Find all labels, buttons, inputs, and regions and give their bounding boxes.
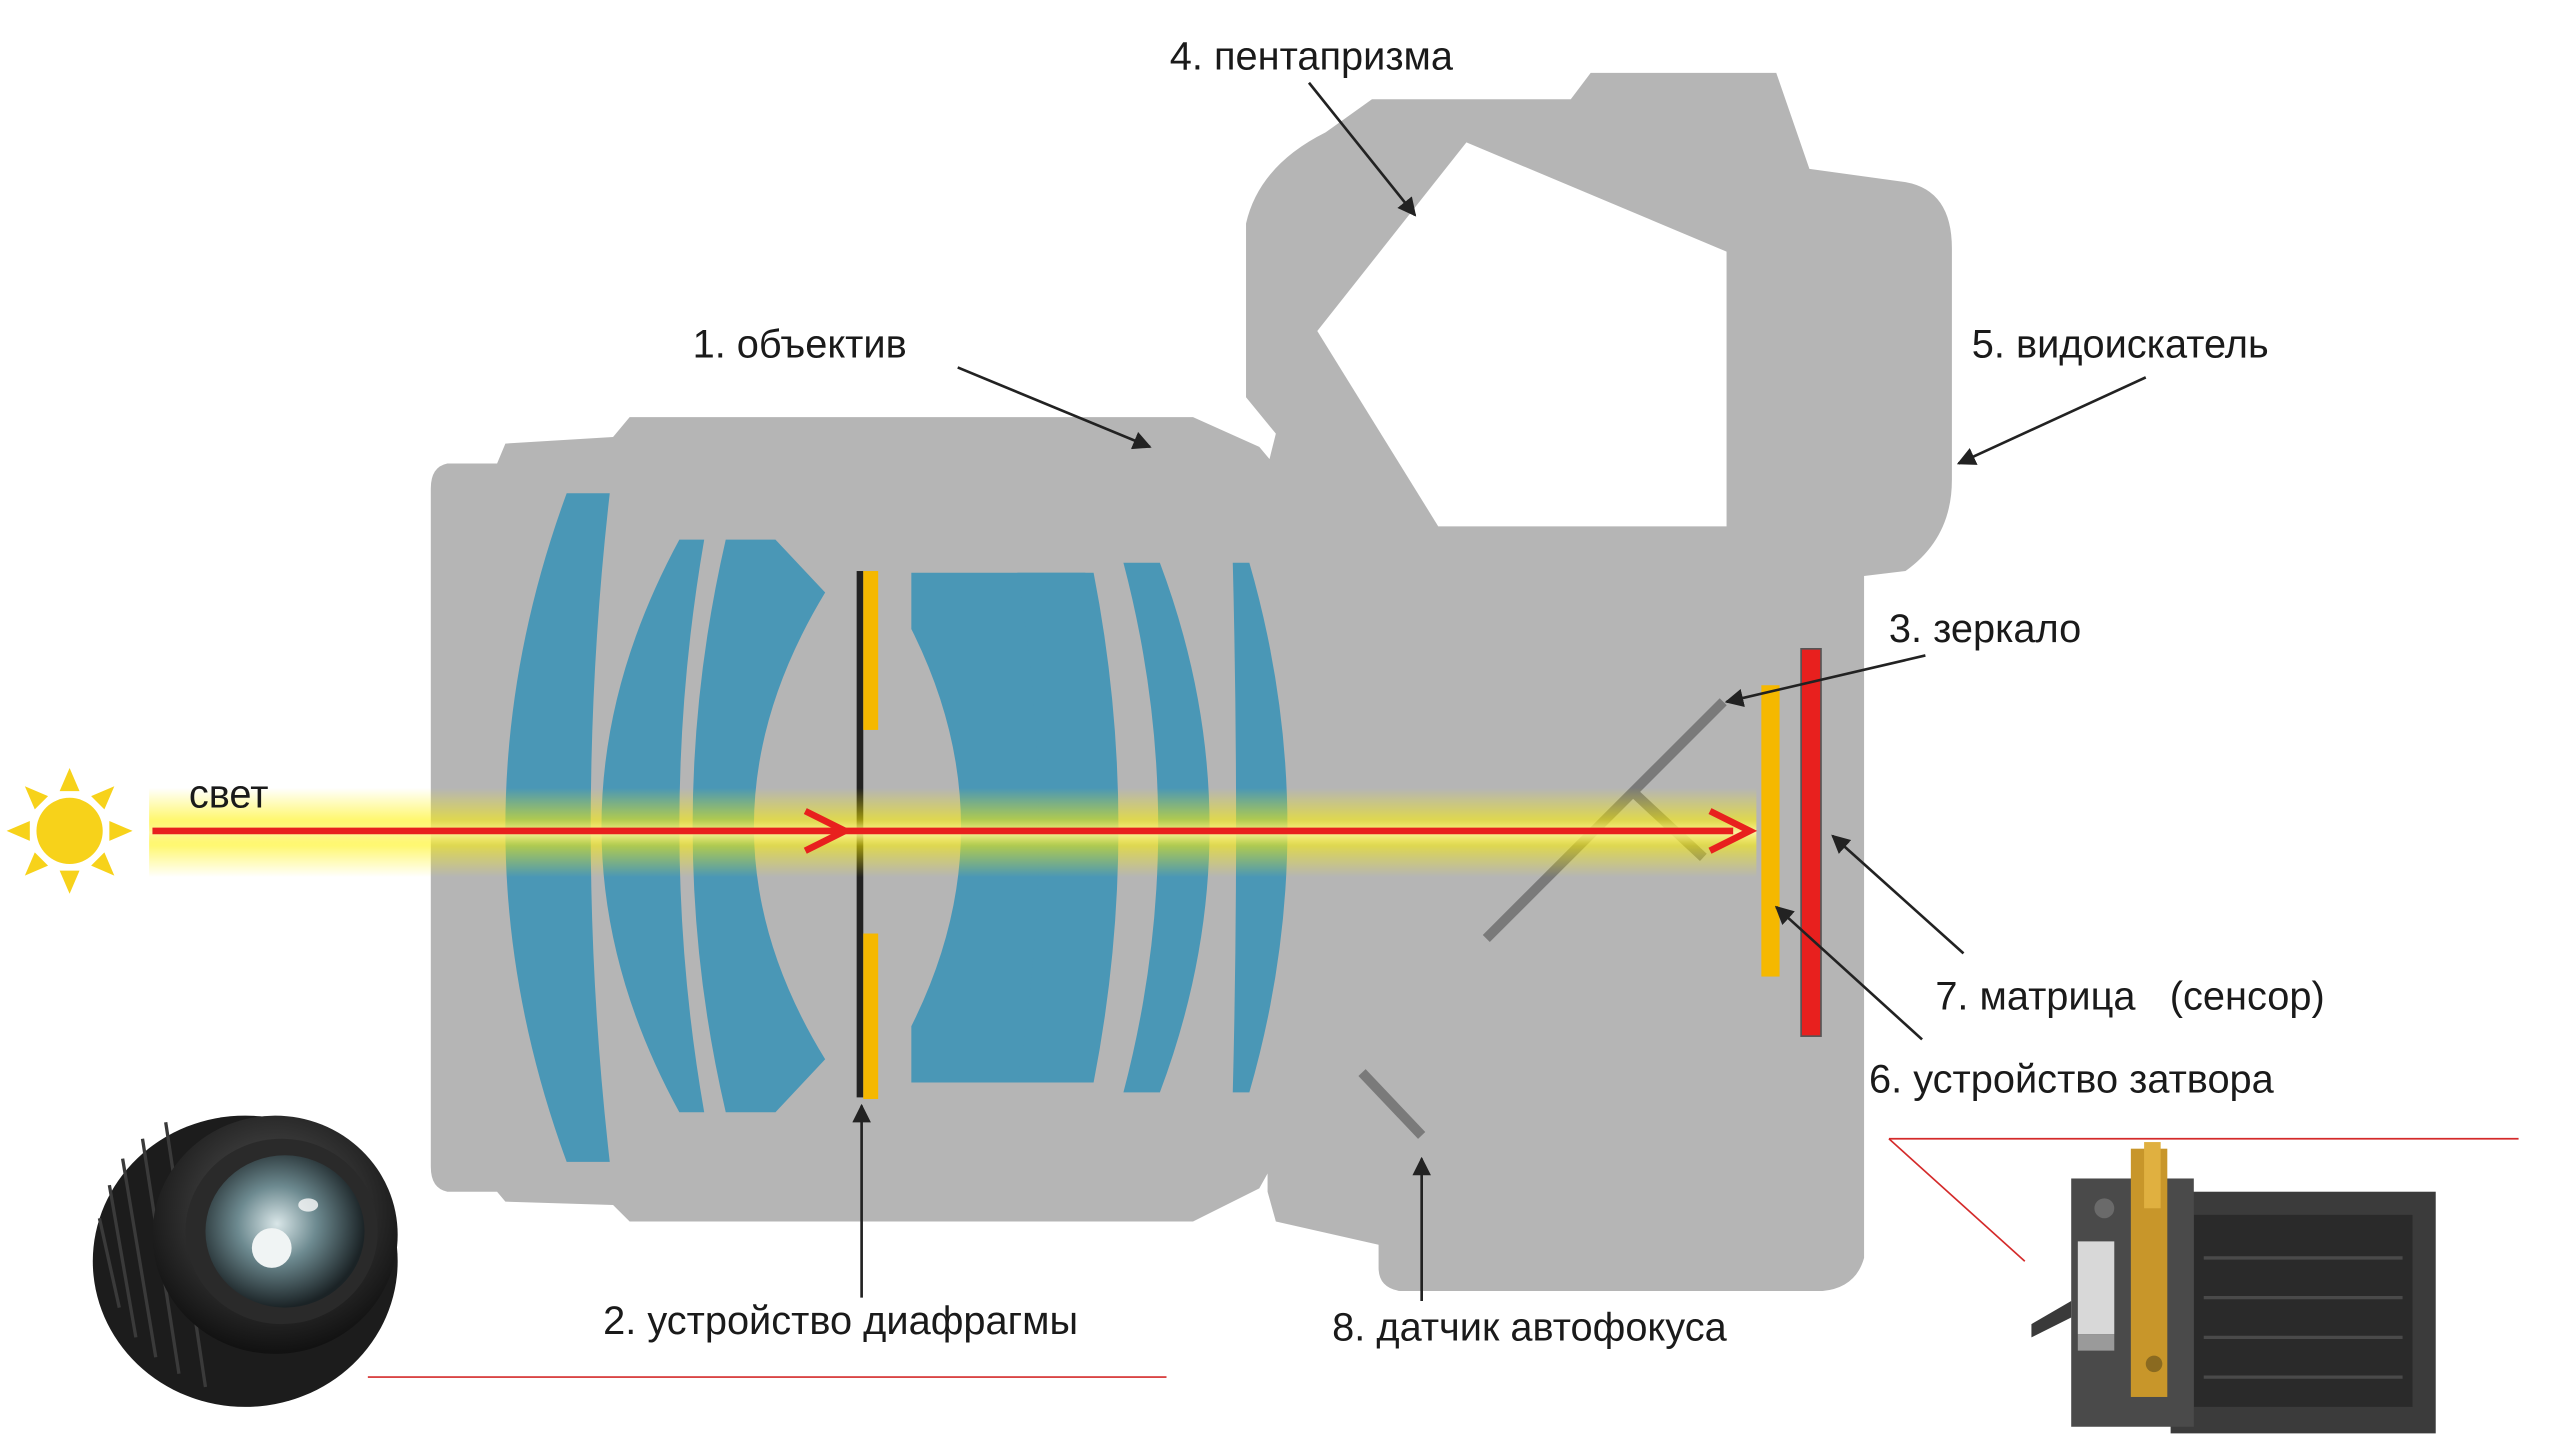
aperture-blade-bottom	[863, 933, 879, 1100]
shutter-unit-photo	[2031, 1142, 2436, 1434]
shutter-sensor	[1761, 648, 1822, 1037]
label-light: свет	[189, 773, 269, 817]
label-viewfinder: 5. видоискатель	[1972, 323, 2269, 367]
label-aperture: 2. устройство диафрагмы	[603, 1299, 1078, 1343]
light-arrow-end	[1708, 808, 1758, 854]
accent-line-diagonal	[1888, 1138, 2026, 1262]
label-mirror: 3. зеркало	[1889, 607, 2081, 651]
leader-viewfinder	[1956, 376, 2147, 465]
leader-mirror	[1724, 654, 1926, 708]
leader-lens	[957, 366, 1152, 450]
pentaprism-shape	[1317, 142, 1727, 527]
accent-lines	[367, 1137, 2519, 1378]
label-sensor: 7. матрица (сенсор)	[1935, 975, 2324, 1019]
light-beam	[149, 787, 1758, 878]
label-pentaprism: 4. пентапризма	[1170, 35, 1454, 79]
camera-lens-photo	[92, 1115, 398, 1407]
label-shutter: 6. устройство затвора	[1869, 1057, 2275, 1101]
leader-pentaprism	[1307, 81, 1417, 217]
label-sensor-main: 7. матрица	[1935, 975, 2136, 1019]
sensor-bar	[1800, 648, 1822, 1037]
lens-element-3	[692, 539, 826, 1113]
leader-sensor	[1831, 834, 1965, 955]
label-autofocus: 8. датчик автофокуса	[1332, 1306, 1727, 1350]
leader-shutter	[1774, 905, 1923, 1041]
autofocus-sensor	[1358, 1069, 1426, 1139]
shutter-bar	[1761, 685, 1780, 977]
sun-icon	[6, 768, 133, 894]
labels: свет 1. объектив 4. пентапризма 5. видои…	[189, 35, 2325, 1350]
label-lens: 1. объектив	[693, 323, 907, 367]
label-sensor-note: (сенсор)	[2170, 975, 2325, 1019]
leader-lines	[852, 81, 2147, 1301]
light-arrow-mid	[803, 808, 853, 854]
aperture-blade-top	[863, 571, 879, 730]
